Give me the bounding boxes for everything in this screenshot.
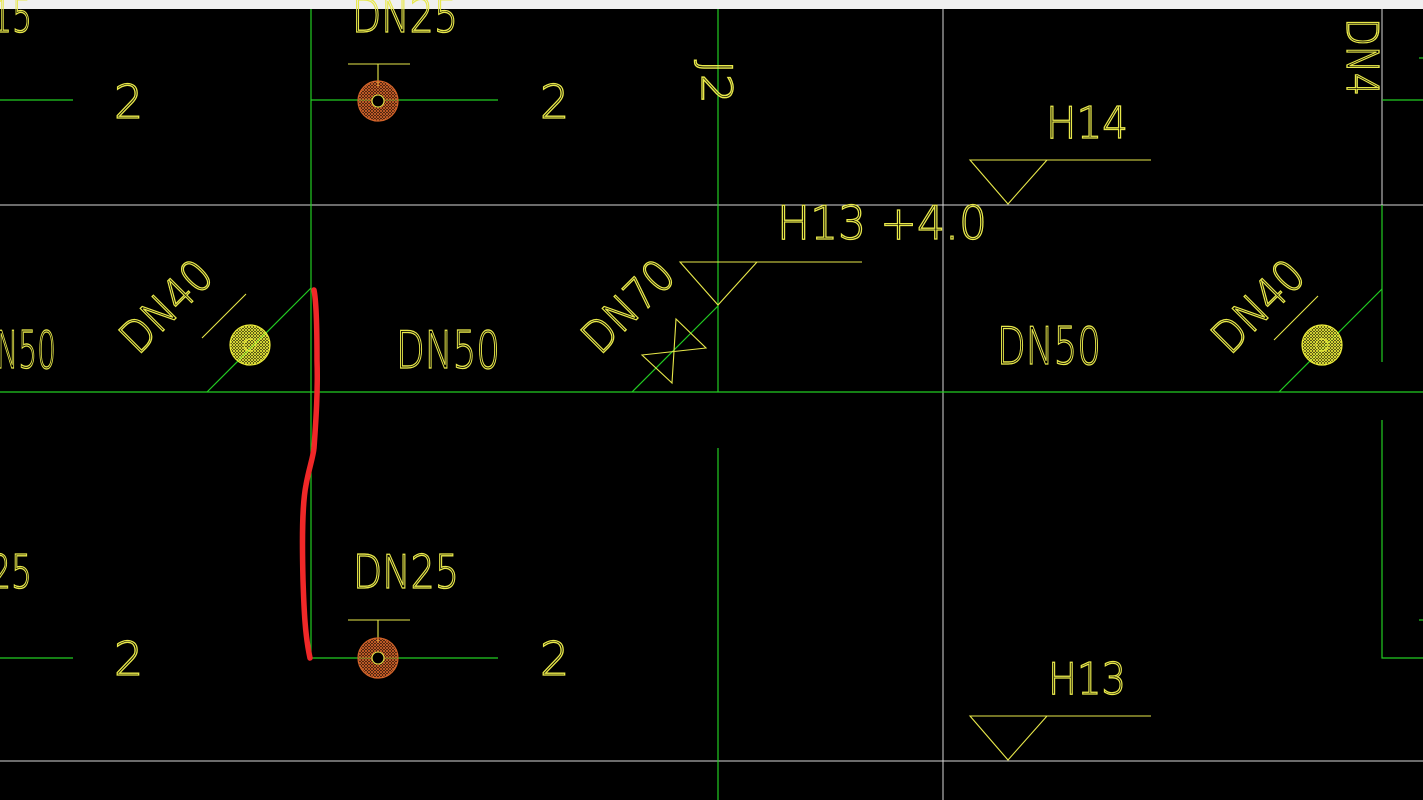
- riser-pipe-icon-right: [1301, 324, 1343, 366]
- diagonal-pipe-dn70: [631, 305, 719, 393]
- elevation-marker-h13-bottom: [968, 715, 1151, 761]
- label-dn70: DN70: [572, 250, 686, 364]
- elevation-marker-h14: [968, 159, 1151, 205]
- floor-drain-icon-top: [357, 80, 399, 122]
- leader-lines: [201, 63, 1319, 643]
- riser-pipe-icon-left: [229, 324, 271, 366]
- elevation-marker-icon: [678, 159, 1151, 761]
- label-h13-bottom: H13: [1048, 654, 1126, 705]
- label-h13-top: H13 +4.0: [777, 196, 987, 250]
- label-num-2-b: 2: [540, 75, 569, 129]
- label-dn50-right: DN50: [997, 317, 1101, 377]
- gate-valve-body: [640, 317, 708, 385]
- label-dn40-left: DN40: [110, 250, 224, 364]
- tick-dn40-right: [1273, 295, 1319, 341]
- label-dn25-left-cut: 25: [0, 545, 32, 599]
- pipe-right-bracket: [1381, 420, 1423, 659]
- label-dn50-left: N50: [0, 321, 56, 381]
- text-labels: DN25 15 2 2 2 2 J2 H14 H13 +4.0 H13 N50 …: [0, 0, 1388, 706]
- green-pipe-lines: [0, 9, 1423, 800]
- label-j2: J2: [692, 60, 741, 104]
- red-markup-stroke: [299, 287, 321, 661]
- tick-dn40-left: [201, 293, 247, 339]
- label-num-2-a: 2: [114, 75, 143, 129]
- label-num-2-d: 2: [540, 632, 569, 686]
- window-top-bar: [0, 0, 1423, 9]
- label-num-2-c: 2: [114, 632, 143, 686]
- gate-valve-icon: [640, 317, 708, 385]
- label-dn25-bottom: DN25: [353, 545, 459, 599]
- floor-drain-icon-bottom: [357, 637, 399, 679]
- label-dn4-right: DN4: [1336, 18, 1387, 96]
- label-h14: H14: [1046, 98, 1128, 149]
- white-grid-lines: [0, 9, 1423, 800]
- elevation-marker-h13-top: [678, 261, 862, 306]
- label-dn25-top: DN25: [352, 0, 458, 43]
- label-dn50-mid: DN50: [396, 321, 500, 381]
- label-top-left-cut: 15: [0, 0, 32, 43]
- label-dn40-right: DN40: [1202, 250, 1316, 364]
